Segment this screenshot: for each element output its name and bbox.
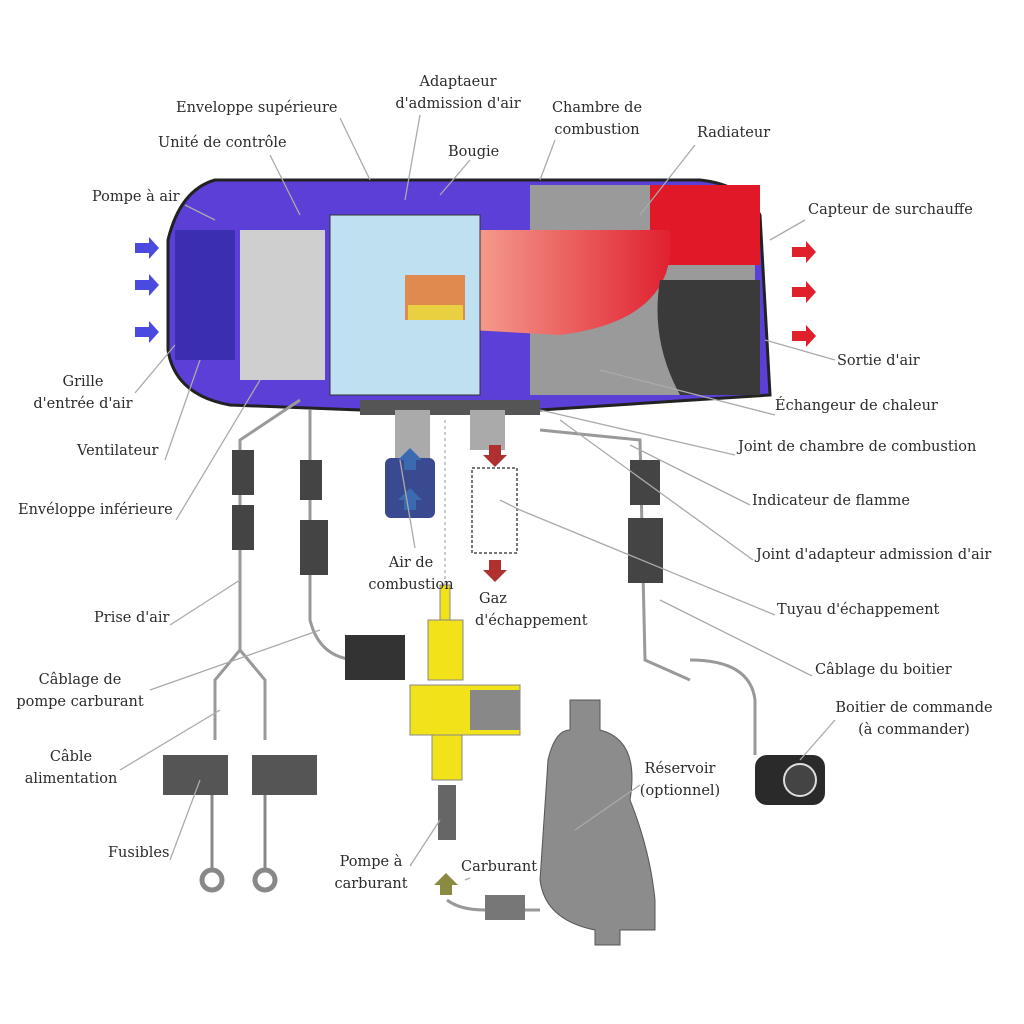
label-line: Réservoir [644, 761, 716, 777]
label-intake-adapter-seal: Joint d'adapteur admission d'air [756, 547, 992, 563]
label-controller: Boitier de commande (à commander) [835, 697, 992, 741]
label-upper-casing: Enveloppe supérieure [176, 100, 338, 116]
label-glow-plug: Bougie [448, 144, 500, 160]
label-line: Adaptaeur [419, 74, 497, 90]
fuel-pump [409, 584, 540, 920]
arrow-icon [135, 237, 159, 259]
label-fuel-pump-wiring: Câblage de pompe carburant [16, 669, 143, 713]
cold-air-arrows [135, 237, 159, 343]
label-line: carburant [334, 876, 408, 892]
label-fan: Ventilateur [77, 443, 159, 459]
label-line: Câble [49, 749, 93, 765]
label-combustion-chamber-seal: Joint de chambre de combustion [738, 439, 977, 455]
label-air-intake-adapter: Adaptaeur d'admission d'air [395, 71, 520, 115]
arrow-icon [135, 274, 159, 296]
fuse-right [252, 755, 317, 795]
leader-lines [119, 114, 836, 881]
label-fuel: Carburant [461, 859, 538, 875]
label-radiator: Radiateur [697, 125, 771, 141]
label-power-cable: Câble alimentation [25, 746, 118, 790]
label-air-inlet-grille: Grille d'entrée d'air [33, 371, 132, 415]
label-line: Air de [388, 555, 434, 571]
label-controller-wiring: Câblage du boitier [815, 662, 952, 678]
label-line: Pompe à [339, 854, 403, 870]
label-line: d'admission d'air [395, 96, 521, 112]
label-overheat-sensor: Capteur de surchauffe [808, 202, 973, 218]
label-line: Câblage de [38, 672, 122, 688]
fuel-tank [539, 699, 656, 946]
label-lower-casing: Envéloppe inférieure [18, 502, 173, 518]
arrow-icon [792, 325, 816, 347]
label-line: alimentation [24, 771, 118, 787]
label-fuses: Fusibles [108, 845, 170, 861]
label-exhaust-pipe: Tuyau d'échappement [777, 602, 940, 618]
label-control-unit: Unité de contrôle [158, 135, 287, 151]
label-combustion-chamber: Chambre de combustion [552, 97, 642, 141]
label-line: combustion [554, 122, 640, 138]
arrow-icon [135, 321, 159, 343]
arrow-icon [792, 281, 816, 303]
label-combustion-air: Air de combustion [368, 552, 453, 596]
label-air-outlet: Sortie d'air [837, 353, 920, 369]
label-line: (à commander) [858, 722, 970, 738]
label-fuel-pump: Pompe à carburant [334, 851, 407, 895]
arrow-icon [792, 241, 816, 263]
label-exhaust-gas: Gaz d'échappement [475, 588, 588, 632]
label-tank: Réservoir (optionnel) [640, 758, 720, 802]
hot-air-arrows [792, 241, 816, 347]
label-air-intake: Prise d'air [94, 610, 170, 626]
fuse-left [163, 755, 228, 795]
label-line: Chambre de [551, 100, 643, 116]
label-flame-indicator: Indicateur de flamme [752, 493, 910, 509]
exhaust-hose [471, 467, 518, 554]
heater-body [166, 178, 772, 460]
label-line: Gaz [479, 591, 507, 607]
label-line: pompe carburant [16, 694, 144, 710]
label-line: combustion [368, 577, 454, 593]
label-line: d'entrée d'air [33, 396, 133, 412]
label-line: (optionnel) [639, 783, 721, 799]
label-line: d'échappement [475, 613, 588, 629]
label-air-pump: Pompe à air [92, 189, 180, 205]
label-line: Grille [62, 374, 104, 390]
label-heat-exchanger: Échangeur de chaleur [775, 398, 938, 414]
label-line: Boitier de commande [835, 700, 993, 716]
